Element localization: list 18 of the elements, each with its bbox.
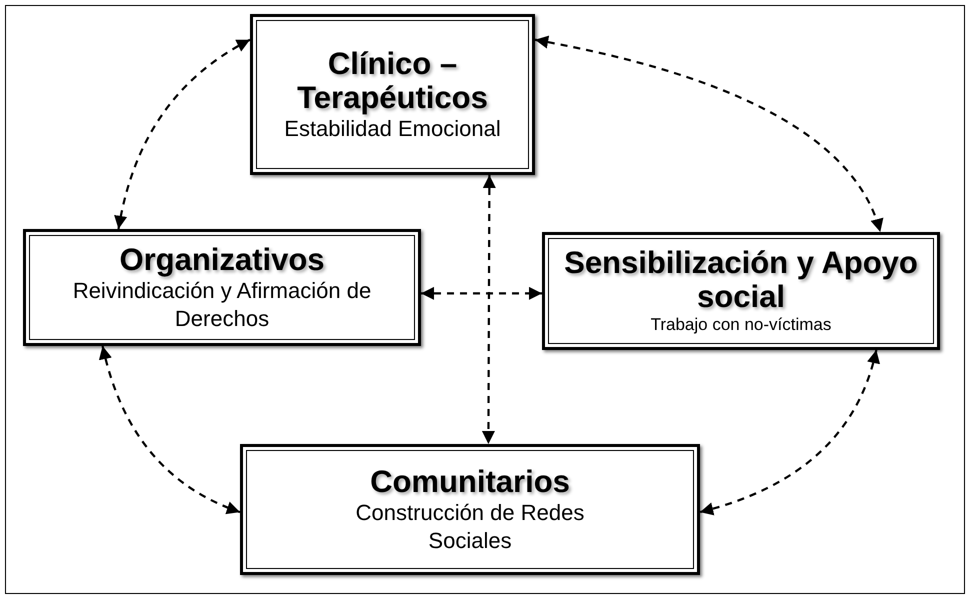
dashed-double-arrow [700,350,880,515]
node-heading: Comunitarios [370,464,570,500]
node-heading: Sensibilización y Apoyo social [563,246,919,314]
process-box [250,14,535,175]
dashed-double-arrow [534,36,882,232]
node-text: Estabilidad Emocional [284,114,501,142]
dashed-double-arrow [99,346,240,514]
dashed-double-arrow [482,175,496,444]
process-box [23,229,421,346]
dashed-double-arrow [114,38,251,230]
node-heading: Organizativos [120,242,324,278]
process-box [240,444,700,575]
process-box [542,232,940,350]
node-text: Trabajo con no-víctimas [650,314,832,336]
node-heading: Clínico – Terapéuticos [296,46,489,115]
node-text: Reivindicación y Afirmación de Derechos [72,277,372,332]
dashed-double-arrow [421,286,542,300]
node-text: Construcción de Redes Sociales [354,499,586,554]
